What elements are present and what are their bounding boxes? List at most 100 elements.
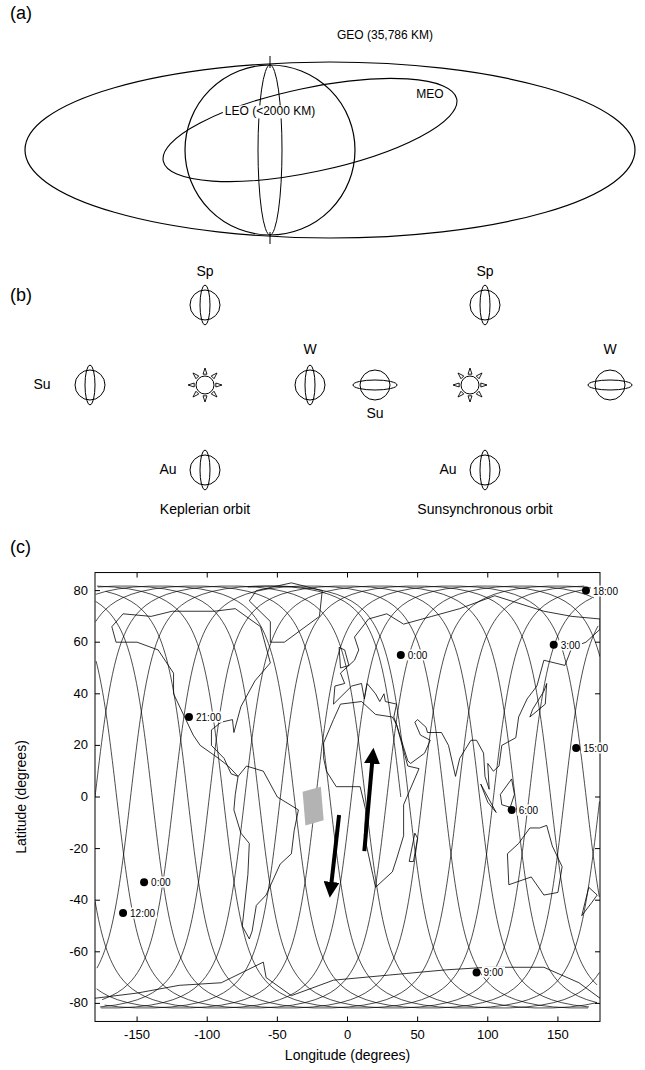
time-label: 6:00 <box>517 804 540 815</box>
tick-label: 80 <box>74 583 88 597</box>
globe-orbit <box>85 365 95 405</box>
sun-ray <box>453 383 459 387</box>
axis-tick <box>595 951 600 952</box>
sun-ray <box>188 383 194 387</box>
axis-tick <box>207 1016 208 1021</box>
earth-globe <box>185 65 355 235</box>
axis-tick <box>95 1003 100 1004</box>
geo-orbit <box>25 62 635 238</box>
axis-tick <box>557 573 558 578</box>
coastline <box>112 609 271 777</box>
earth-meridian <box>258 65 282 235</box>
ground-track <box>97 586 401 968</box>
earth-axis <box>270 56 271 68</box>
coastline <box>324 702 419 888</box>
coastline <box>481 784 496 812</box>
tick-label: -40 <box>69 893 88 907</box>
globe-orbit <box>588 380 632 390</box>
axis-tick <box>95 745 100 746</box>
axis-tick <box>595 642 600 643</box>
axis-tick <box>417 573 418 578</box>
sun-ray <box>458 391 464 397</box>
sun-ray <box>203 396 207 402</box>
tick-label: -150 <box>124 1028 150 1042</box>
globe-icon <box>588 370 632 400</box>
tick-label: 0 <box>344 1028 351 1042</box>
tick-label: 150 <box>547 1028 569 1042</box>
plot-frame <box>95 573 600 1022</box>
globe-body <box>75 370 105 400</box>
globe-orbit <box>480 450 490 490</box>
axis-title: Longitude (degrees) <box>285 1048 410 1063</box>
globe-orbit <box>200 450 210 490</box>
globe-icon <box>470 285 500 325</box>
position-dot <box>473 968 481 976</box>
season-label: Su <box>33 377 50 392</box>
swath-patch <box>303 787 324 826</box>
sun-ray <box>481 383 487 387</box>
ground-track <box>96 586 594 1008</box>
ground-track <box>102 586 588 1008</box>
position-dot <box>582 587 590 595</box>
sun-ray <box>476 373 482 379</box>
axis-tick <box>277 1016 278 1021</box>
axis-tick <box>347 573 348 578</box>
axis-tick <box>347 1016 348 1021</box>
season-label: W <box>603 342 616 357</box>
tick-label: 100 <box>477 1028 499 1042</box>
axis-tick <box>95 951 100 952</box>
coastline <box>95 962 600 998</box>
tick-label: 20 <box>74 738 88 752</box>
sun-ray <box>211 373 217 379</box>
ground-track <box>97 586 588 1008</box>
sun-ray <box>468 368 472 374</box>
orbit-type-label: Sunsynchronous orbit <box>417 502 552 517</box>
ground-track <box>95 586 600 1008</box>
sun-disc <box>461 376 479 394</box>
sun-ray <box>193 373 199 379</box>
tick-label: 40 <box>74 687 88 701</box>
axis-tick <box>557 1016 558 1021</box>
position-dot <box>550 641 558 649</box>
axis-tick <box>95 797 100 798</box>
panel-label: (b) <box>10 286 32 306</box>
axis-tick <box>95 900 100 901</box>
tick-label: -100 <box>194 1028 220 1042</box>
coastline <box>500 779 514 807</box>
axis-tick <box>137 1016 138 1021</box>
ground-track <box>98 586 592 1008</box>
globe-icon <box>75 365 105 405</box>
time-label: 0:00 <box>149 877 172 888</box>
earth-axis <box>270 232 271 244</box>
tick-label: 50 <box>410 1028 424 1042</box>
globe-body <box>190 290 220 320</box>
axis-tick <box>277 573 278 578</box>
globe-orbit <box>353 380 397 390</box>
map-clip-group <box>95 583 600 1008</box>
meo-orbit <box>155 58 466 203</box>
globe-body <box>470 290 500 320</box>
time-label: 9:00 <box>482 967 505 978</box>
panel-label: (a) <box>10 4 32 24</box>
tick-label: 60 <box>74 635 88 649</box>
ground-track <box>101 586 597 1008</box>
season-label: Sp <box>196 264 213 279</box>
season-label: Au <box>439 462 456 477</box>
position-dot <box>397 651 405 659</box>
orbit-label: GEO (35,786 KM) <box>335 29 435 42</box>
time-label: 3:00 <box>559 639 582 650</box>
axis-tick <box>595 797 600 798</box>
position-dot <box>140 878 148 886</box>
tick-label: -50 <box>268 1028 287 1042</box>
ground-track <box>96 586 599 1008</box>
sun-icon <box>453 368 487 402</box>
tick-label: 0 <box>81 790 88 804</box>
axis-tick <box>487 573 488 578</box>
sun-ray <box>216 383 222 387</box>
season-label: Sp <box>476 264 493 279</box>
season-label: W <box>303 342 316 357</box>
axis-tick <box>95 642 100 643</box>
ground-track <box>248 586 597 1008</box>
axis-tick <box>595 900 600 901</box>
ground-track <box>96 586 598 1008</box>
